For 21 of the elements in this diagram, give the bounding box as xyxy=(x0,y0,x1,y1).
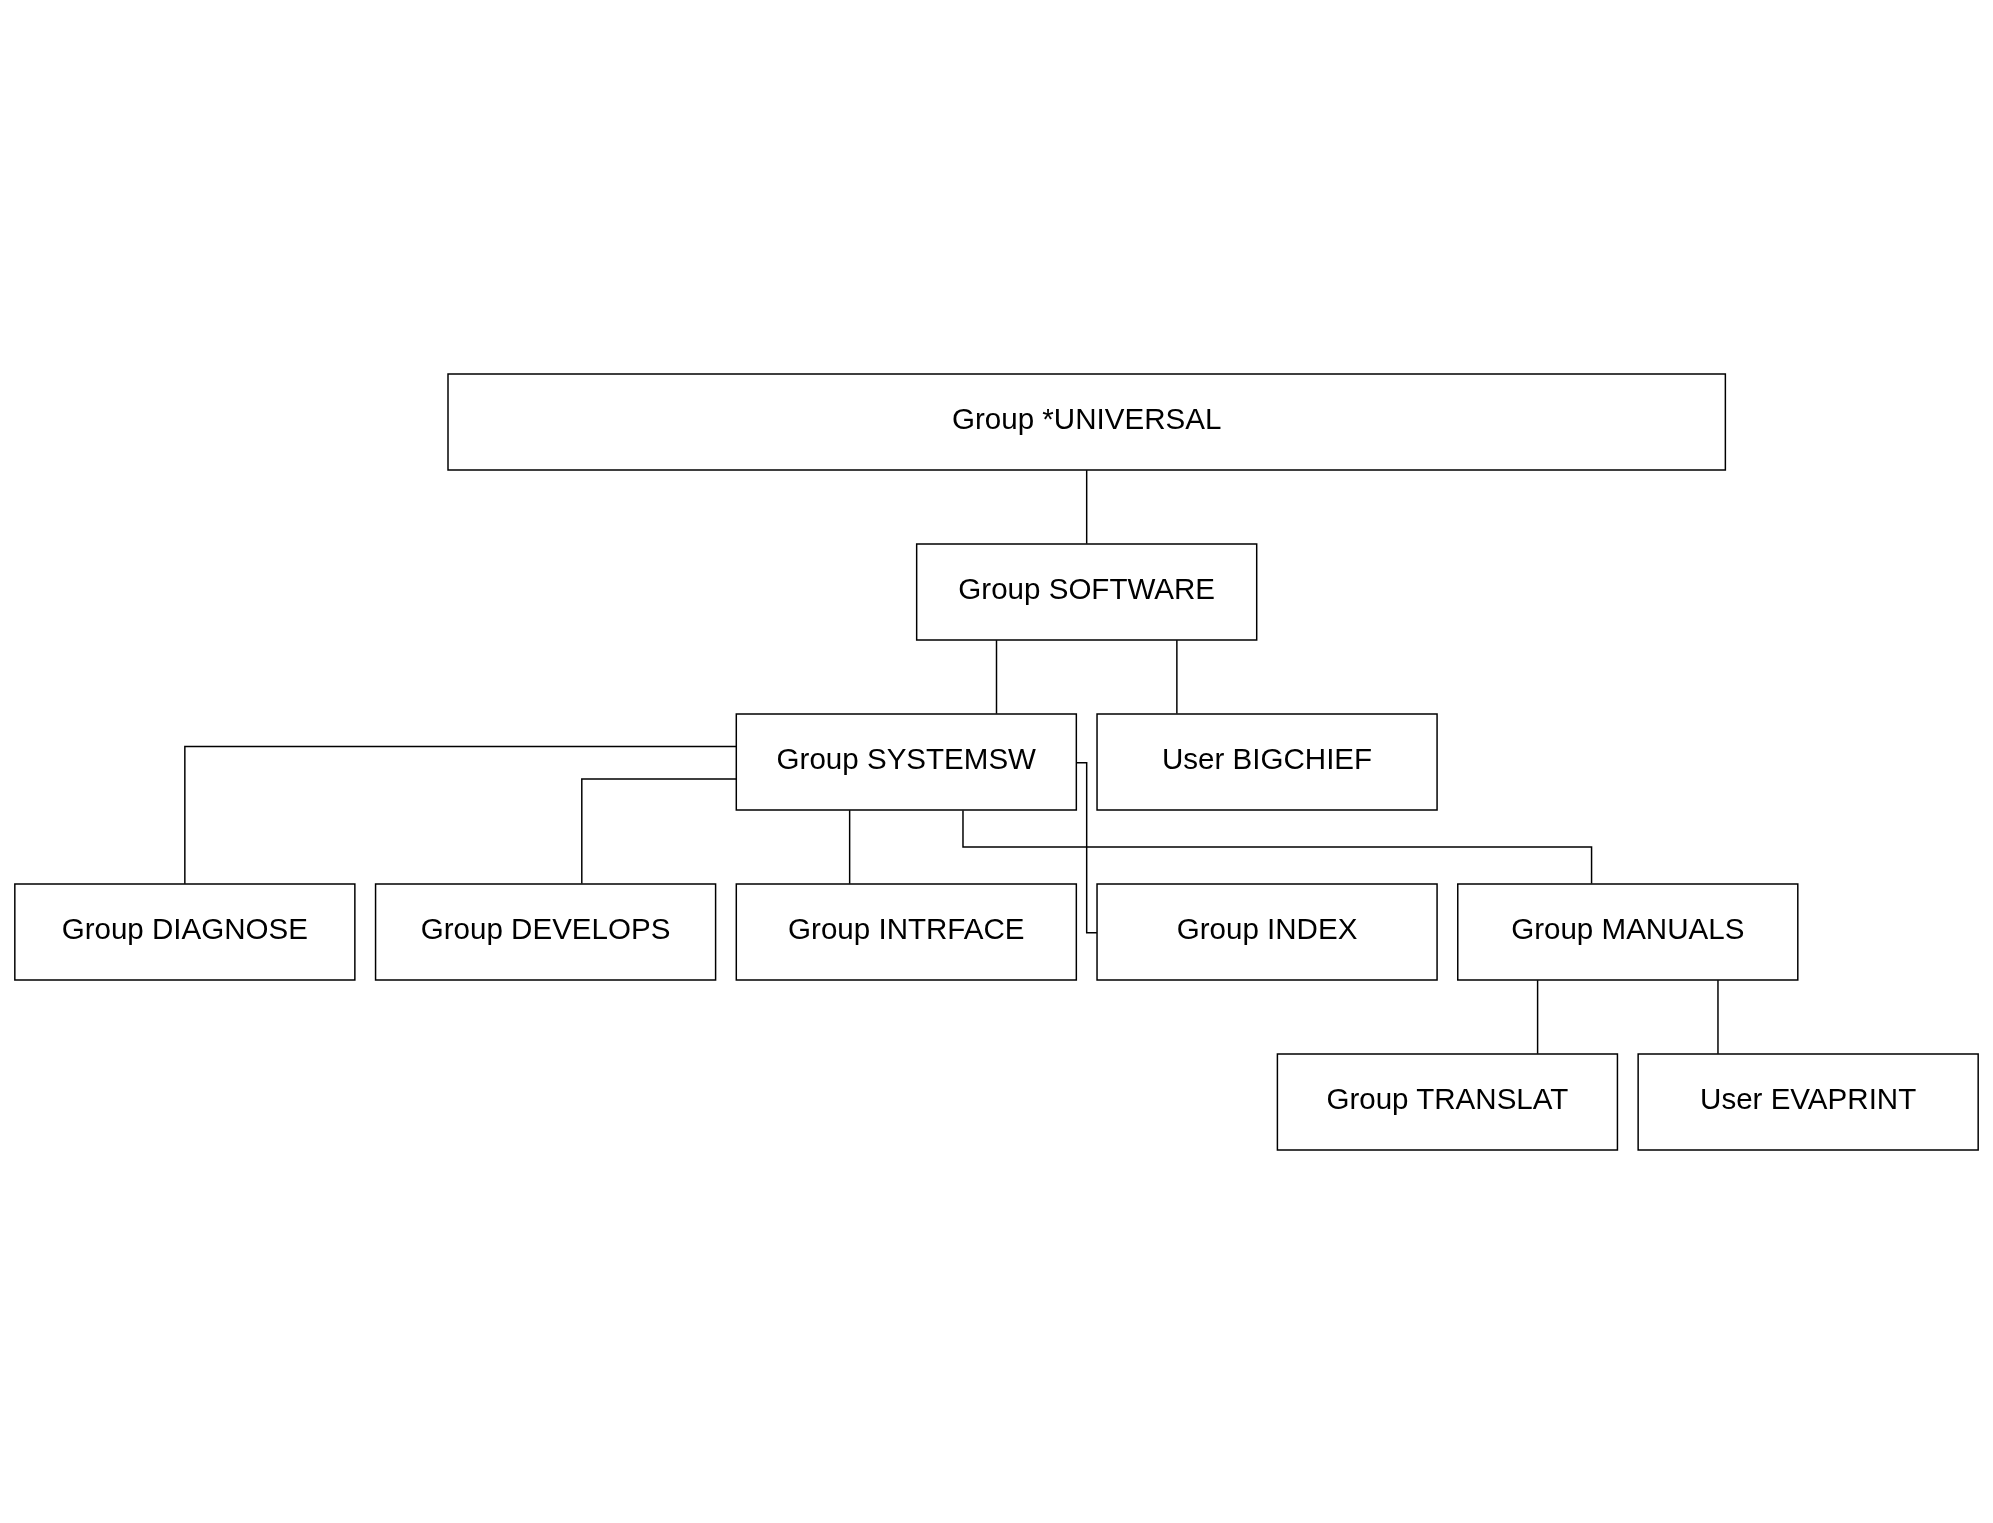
node-box: Group DIAGNOSE xyxy=(14,882,356,981)
node-box: Group TRANSLAT xyxy=(1276,1052,1619,1151)
node-box: Group SYSTEMSW xyxy=(735,712,1078,811)
connector xyxy=(1075,761,1098,933)
node-box: Group *UNIVERSAL xyxy=(447,372,1727,471)
node-box: Group SOFTWARE xyxy=(915,542,1258,641)
node-box: Group MANUALS xyxy=(1457,882,1799,981)
connector xyxy=(1176,639,1178,714)
node-box: Group INDEX xyxy=(1096,882,1438,981)
connector xyxy=(995,639,998,714)
node-box: User BIGCHIEF xyxy=(1096,712,1438,811)
node-box: User EVAPRINT xyxy=(1637,1052,1979,1151)
connector xyxy=(581,777,737,884)
connector xyxy=(184,745,737,884)
node-box: Group INTRFACE xyxy=(735,882,1078,981)
connector xyxy=(1717,979,1719,1054)
connector xyxy=(1536,979,1539,1054)
connector xyxy=(1085,469,1088,544)
connector xyxy=(848,809,851,884)
node-box: Group DEVELOPS xyxy=(374,882,717,981)
connector xyxy=(962,809,1593,884)
